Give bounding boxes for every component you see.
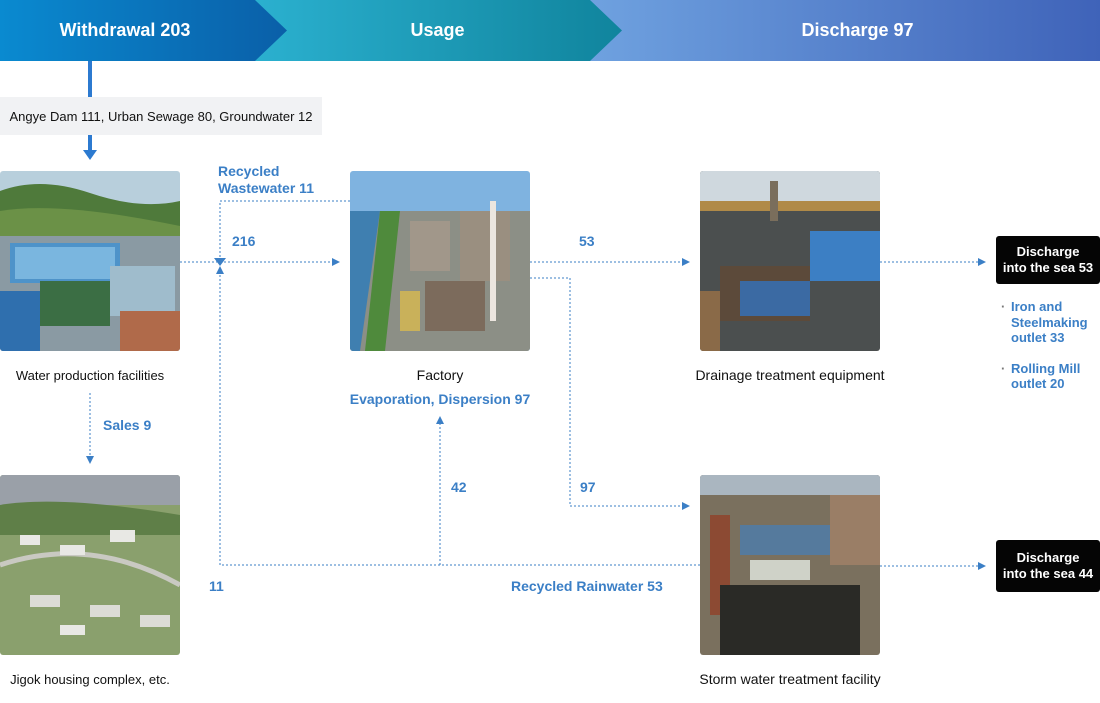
outlet-iron-line2: Steelmaking bbox=[1011, 314, 1088, 330]
flow-53-label: 53 bbox=[579, 233, 595, 249]
source-down-arrow bbox=[83, 150, 97, 160]
sea-53-line1: Discharge bbox=[1016, 244, 1080, 259]
factory-evaporation-label: Evaporation, Dispersion 97 bbox=[349, 391, 531, 407]
discharge-header: Discharge 97 bbox=[801, 20, 914, 40]
sales-label: Sales 9 bbox=[103, 417, 152, 433]
process-header-bar bbox=[0, 0, 1100, 61]
flow-97-line bbox=[530, 277, 690, 510]
storm-water-photo bbox=[700, 475, 880, 655]
outlet-list: · Iron and Steelmaking outlet 33 · Rolli… bbox=[1001, 299, 1088, 407]
withdrawal-header: Withdrawal 203 bbox=[59, 20, 191, 40]
usage-header: Usage bbox=[410, 20, 465, 40]
factory-label: Factory bbox=[416, 367, 464, 383]
water-sources-box: Angye Dam 111, Urban Sewage 80, Groundwa… bbox=[0, 97, 322, 135]
recycled-wastewater-line2: Wastewater 11 bbox=[218, 180, 314, 196]
water-production-label: Water production facilities bbox=[15, 368, 165, 383]
jigok-housing-photo bbox=[0, 475, 180, 655]
factory-photo bbox=[350, 171, 530, 351]
recycled-rainwater-label: Recycled Rainwater 53 bbox=[511, 578, 663, 594]
discharge-sea-44-box: Discharge into the sea 44 bbox=[996, 540, 1100, 592]
junction-arrow bbox=[214, 258, 226, 266]
outlet-item: · Rolling Mill outlet 20 bbox=[1001, 361, 1088, 392]
flow-97-label: 97 bbox=[580, 479, 596, 495]
flow-11-label: 11 bbox=[209, 578, 224, 594]
outlet-iron-line3: outlet 33 bbox=[1011, 330, 1065, 345]
withdrawal-segment bbox=[0, 0, 287, 61]
flow-216-label: 216 bbox=[232, 233, 256, 249]
sea-44-line2: into the sea 44 bbox=[1002, 566, 1094, 581]
outlet-item: · Iron and Steelmaking outlet 33 bbox=[1001, 299, 1088, 346]
outlet-rolling-line2: outlet 20 bbox=[1011, 376, 1065, 391]
sea-44-line1: Discharge bbox=[1016, 550, 1080, 565]
recycled-wastewater-line bbox=[219, 200, 350, 258]
recycled-wastewater-label: Recycled Wastewater 11 bbox=[218, 163, 314, 197]
flow-42-label: 42 bbox=[451, 479, 467, 495]
outlet-rolling-line1: Rolling Mill bbox=[1011, 360, 1081, 376]
bullet-icon: · bbox=[1001, 299, 1006, 314]
drainage-photo bbox=[700, 171, 880, 351]
discharge-sea-53-box: Discharge into the sea 53 bbox=[996, 236, 1100, 284]
bullet-icon: · bbox=[1001, 360, 1006, 376]
recycled-wastewater-line1: Recycled bbox=[218, 163, 280, 179]
usage-segment bbox=[250, 0, 622, 61]
water-production-photo bbox=[0, 171, 180, 351]
sea-53-line2: into the sea 53 bbox=[1002, 260, 1094, 275]
jigok-housing-label: Jigok housing complex, etc. bbox=[10, 672, 170, 687]
discharge-segment bbox=[585, 0, 1100, 61]
drainage-label: Drainage treatment equipment bbox=[695, 367, 885, 383]
outlet-iron-line1: Iron and bbox=[1011, 299, 1063, 314]
storm-water-label: Storm water treatment facility bbox=[699, 671, 881, 687]
